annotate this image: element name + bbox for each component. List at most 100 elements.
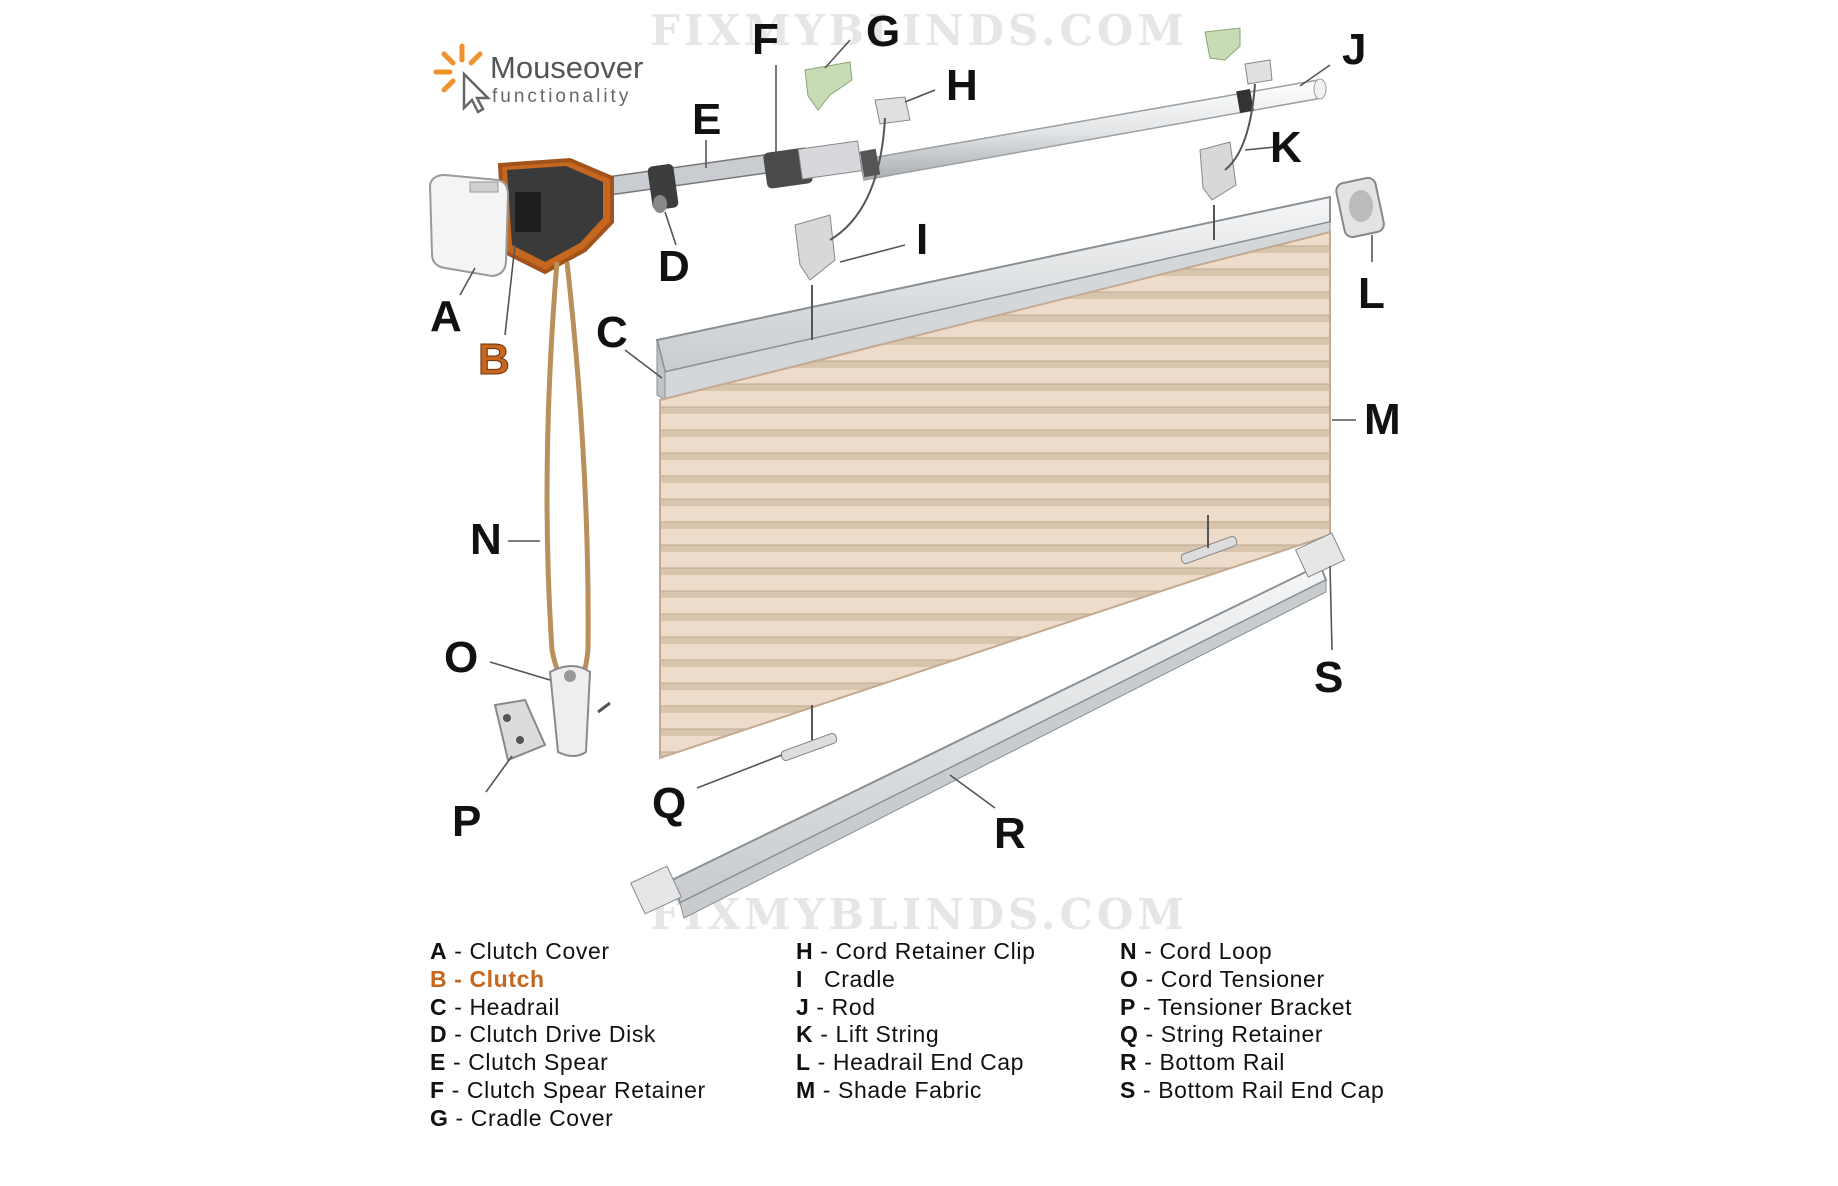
- string-retainers: [780, 515, 1238, 761]
- legend-item-l[interactable]: L - Headrail End Cap: [796, 1049, 1035, 1077]
- legend-part-name: Headrail End Cap: [832, 1049, 1025, 1076]
- callout-i[interactable]: I: [916, 215, 929, 264]
- legend-part-name: Bottom Rail End Cap: [1158, 1076, 1385, 1103]
- legend-separator: -: [1138, 965, 1161, 992]
- legend-item-g[interactable]: G - Cradle Cover: [430, 1105, 706, 1133]
- legend-letter: Q: [1120, 1021, 1139, 1048]
- legend-letter: L: [796, 1049, 811, 1076]
- callout-k[interactable]: K: [1270, 123, 1302, 172]
- legend-item-n[interactable]: N - Cord Loop: [1120, 938, 1384, 966]
- legend-letter: M: [796, 1076, 816, 1103]
- legend-letter: A: [430, 938, 448, 964]
- legend-separator: -: [444, 1076, 467, 1103]
- callout-q[interactable]: Q: [652, 779, 687, 828]
- legend-separator: -: [447, 938, 470, 964]
- legend-item-h[interactable]: H - Cord Retainer Clip: [796, 938, 1035, 966]
- legend-part-name: Rod: [831, 993, 876, 1020]
- legend-separator: -: [809, 993, 832, 1020]
- legend-item-k[interactable]: K - Lift String: [796, 1021, 1035, 1049]
- legend-separator: -: [1137, 1049, 1160, 1076]
- callout-j[interactable]: J: [1342, 25, 1367, 74]
- clutch-spear: [599, 140, 863, 213]
- legend-letter: J: [796, 993, 810, 1020]
- legend-item-e[interactable]: E - Clutch Spear: [430, 1049, 706, 1077]
- legend-separator: -: [1138, 1021, 1161, 1048]
- headrail-part: [655, 195, 1331, 401]
- callout-r[interactable]: R: [994, 809, 1026, 858]
- legend-letter: F: [430, 1076, 445, 1103]
- callout-h[interactable]: H: [946, 61, 978, 110]
- leader-lines: [459, 39, 1373, 809]
- legend-item-p[interactable]: P - Tensioner Bracket: [1120, 994, 1384, 1022]
- legend-item-j[interactable]: J - Rod: [796, 994, 1035, 1022]
- legend-separator: -: [447, 993, 470, 1020]
- legend-item-r[interactable]: R - Bottom Rail: [1120, 1049, 1384, 1077]
- legend-separator: -: [445, 1049, 469, 1076]
- callout-c[interactable]: C: [596, 308, 628, 357]
- legend-separator: -: [1137, 938, 1160, 964]
- legend-letter: I: [796, 965, 803, 992]
- legend-part-name: Clutch Drive Disk: [469, 1021, 657, 1048]
- clutch-cover-part: [428, 173, 510, 278]
- callout-p[interactable]: P: [452, 797, 482, 846]
- legend-item-f[interactable]: F - Clutch Spear Retainer: [430, 1077, 706, 1105]
- callout-o[interactable]: O: [444, 633, 479, 682]
- sunburst-cursor-icon: [433, 43, 492, 114]
- legend-part-name: Bottom Rail: [1159, 1049, 1285, 1076]
- logo-title: Mouseover: [490, 50, 644, 85]
- legend-part-name: Cord Retainer Clip: [835, 938, 1036, 964]
- callout-l[interactable]: L: [1358, 269, 1385, 318]
- legend-part-name: Clutch Spear: [468, 1049, 609, 1076]
- cord-tensioner: [493, 665, 611, 762]
- legend-part-name: Clutch Cover: [469, 938, 610, 964]
- legend-item-s[interactable]: S - Bottom Rail End Cap: [1120, 1077, 1384, 1105]
- legend-item-d[interactable]: D - Clutch Drive Disk: [430, 1021, 706, 1049]
- legend-letter: P: [1120, 993, 1136, 1020]
- legend-item-a[interactable]: A - Clutch Cover: [430, 938, 706, 966]
- mouseover-logo: Mouseover functionality: [430, 40, 670, 120]
- legend-separator: -: [448, 1104, 471, 1131]
- rod: [859, 78, 1327, 181]
- legend-letter: B: [430, 965, 448, 992]
- callout-n[interactable]: N: [470, 515, 502, 564]
- clutch-part: [497, 157, 614, 275]
- callout-g[interactable]: G: [866, 7, 901, 56]
- legend-part-name: Headrail: [469, 993, 560, 1020]
- legend-item-i[interactable]: I Cradle: [796, 966, 1035, 994]
- legend-separator: -: [810, 1049, 833, 1076]
- legend-part-name: Clutch Spear Retainer: [466, 1076, 706, 1103]
- legend-item-o[interactable]: O - Cord Tensioner: [1120, 966, 1384, 994]
- legend-part-name: Tensioner Bracket: [1157, 993, 1353, 1020]
- callout-a[interactable]: A: [430, 292, 462, 341]
- legend-part-name: Cradle: [823, 965, 896, 992]
- legend-item-c[interactable]: C - Headrail: [430, 994, 706, 1022]
- watermark-top: FIXMYBLINDS.COM: [650, 6, 1188, 55]
- legend-item-q[interactable]: Q - String Retainer: [1120, 1021, 1384, 1049]
- legend-item-b[interactable]: B - Clutch: [430, 966, 706, 994]
- callout-s[interactable]: S: [1314, 653, 1344, 702]
- legend-separator: -: [815, 1076, 839, 1103]
- callout-f[interactable]: F: [752, 15, 779, 64]
- logo-subtitle: functionality: [492, 86, 632, 107]
- callout-e[interactable]: E: [692, 95, 722, 144]
- cradle-parts: [794, 27, 1273, 281]
- legend-separator: -: [1135, 993, 1158, 1020]
- bottom-rail-part: [630, 532, 1346, 919]
- callout-m[interactable]: M: [1364, 395, 1401, 444]
- callout-d[interactable]: D: [658, 242, 690, 291]
- callout-b[interactable]: B: [478, 335, 511, 384]
- cord-loop: [544, 261, 591, 693]
- headrail-end-cap-part: [1335, 176, 1385, 239]
- legend-item-m[interactable]: M - Shade Fabric: [796, 1077, 1035, 1105]
- legend-separator: -: [447, 965, 470, 992]
- legend-part-name: Lift String: [835, 1021, 940, 1048]
- legend-part-name: Cord Loop: [1159, 938, 1273, 964]
- lift-strings: [811, 83, 1256, 340]
- legend-letter: O: [1120, 965, 1139, 992]
- legend-separator: -: [813, 1021, 836, 1048]
